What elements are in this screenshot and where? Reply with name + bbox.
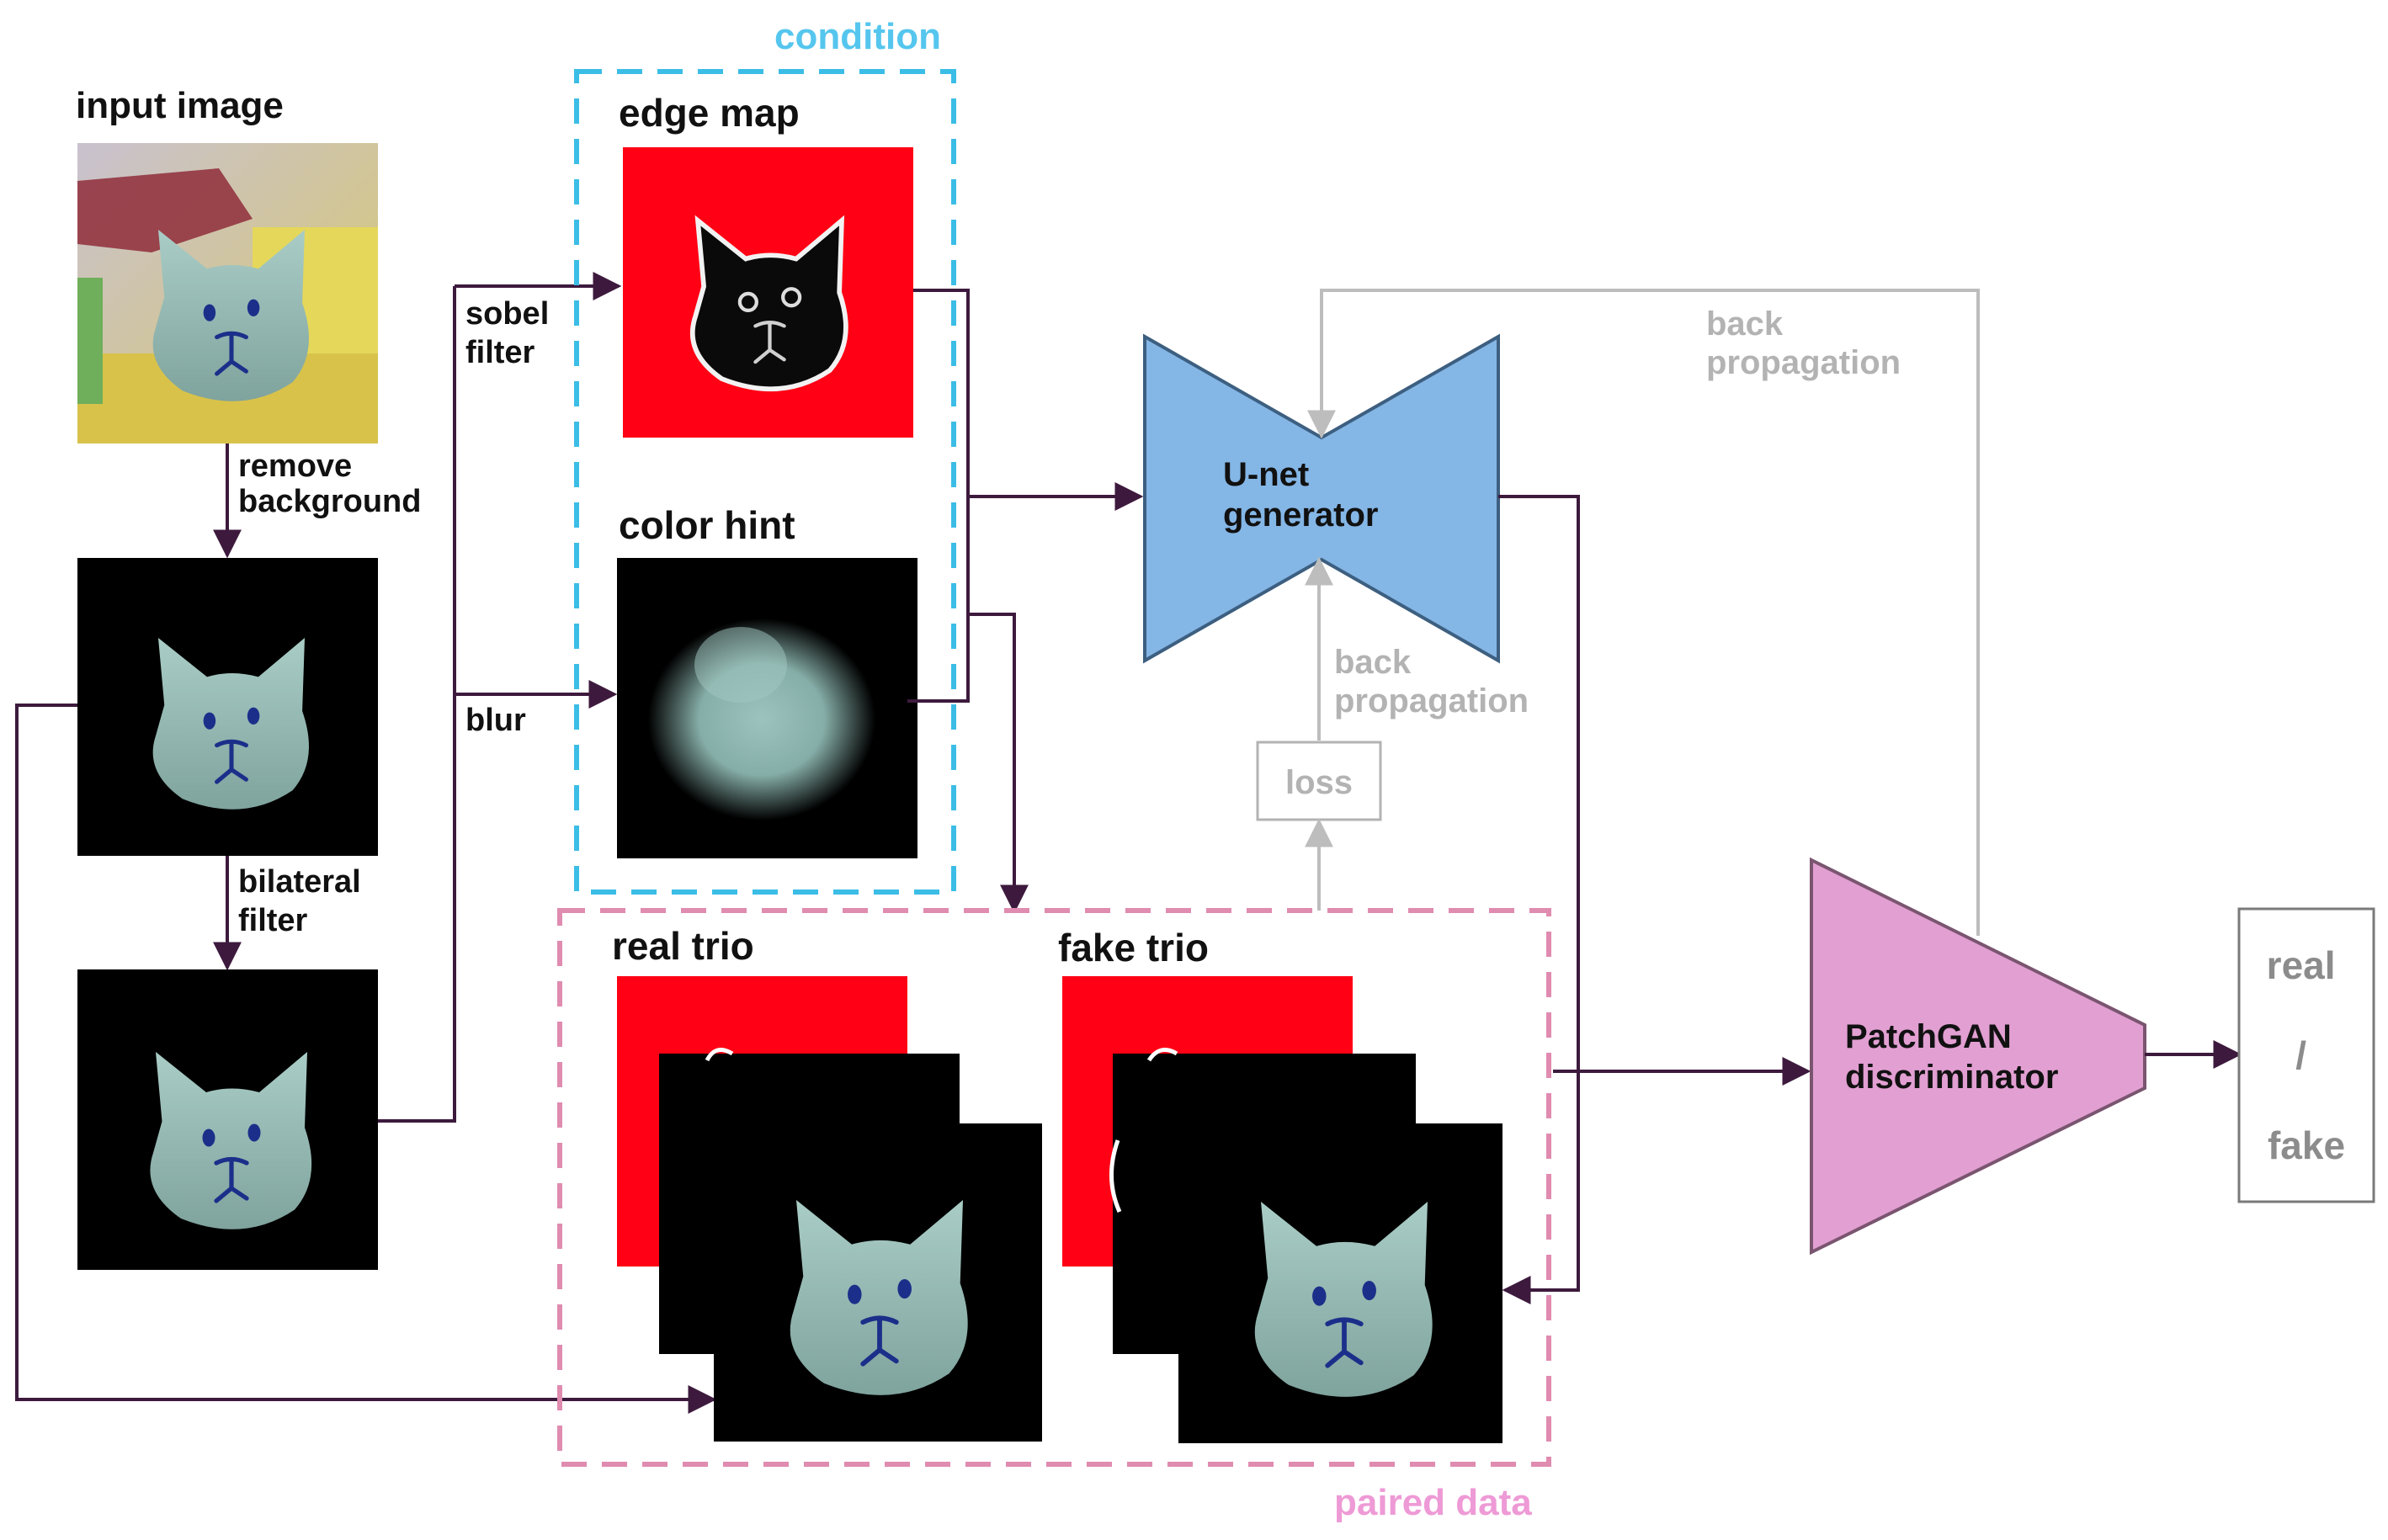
real-trio-photo (714, 1123, 1042, 1442)
color-hint-output-line (907, 497, 970, 703)
fake-trio-stack (1062, 976, 1502, 1443)
mid-back-propagation-label: back propagation (1334, 644, 1529, 720)
background-removed-image (77, 558, 378, 856)
edge-map-image (623, 147, 913, 438)
top-back-propagation-label: back propagation (1706, 305, 1901, 381)
generator-to-fake-trio-arrow (1498, 495, 1580, 1304)
edge-map-label: edge map (619, 91, 800, 135)
input-image-label: input image (76, 85, 284, 126)
blur-label: blur (465, 703, 526, 738)
input-image-photo (77, 143, 378, 443)
condition-to-paired-arrow (968, 613, 1029, 914)
unet-generator-label: U-net generator (1223, 456, 1379, 534)
real-fake-output-label: real / fake (2267, 943, 2347, 1167)
fake-trio-photo (1178, 1123, 1502, 1443)
loss-box (1256, 741, 1382, 821)
top-back-propagation-line (1307, 289, 1980, 936)
patchgan-discriminator-label: PatchGAN discriminator (1845, 1018, 2058, 1096)
patchgan-discriminator-shape (1810, 857, 2146, 1256)
real-trio-label: real trio (612, 924, 754, 968)
real-image-connector (15, 704, 717, 1414)
branch-line (378, 286, 456, 1123)
fake-trio-label: fake trio (1058, 926, 1209, 969)
real-trio-stack (617, 976, 1042, 1442)
remove-background-label: remove background (238, 449, 421, 519)
edge-map-output-line (913, 289, 970, 497)
color-hint-label: color hint (619, 503, 795, 547)
color-hint-image (617, 558, 917, 858)
bilateral-filtered-image (77, 969, 378, 1270)
sobel-filter-label: sobel filter (465, 296, 558, 370)
paired-data-label: paired data (1334, 1482, 1532, 1523)
condition-label: condition (774, 16, 941, 57)
condition-group-border (574, 69, 956, 895)
real-fake-output-box (2237, 907, 2375, 1203)
loss-label: loss (1285, 764, 1353, 801)
paired-data-group-border (557, 908, 1551, 1467)
bilateral-filter-label: bilateral filter (238, 864, 370, 938)
